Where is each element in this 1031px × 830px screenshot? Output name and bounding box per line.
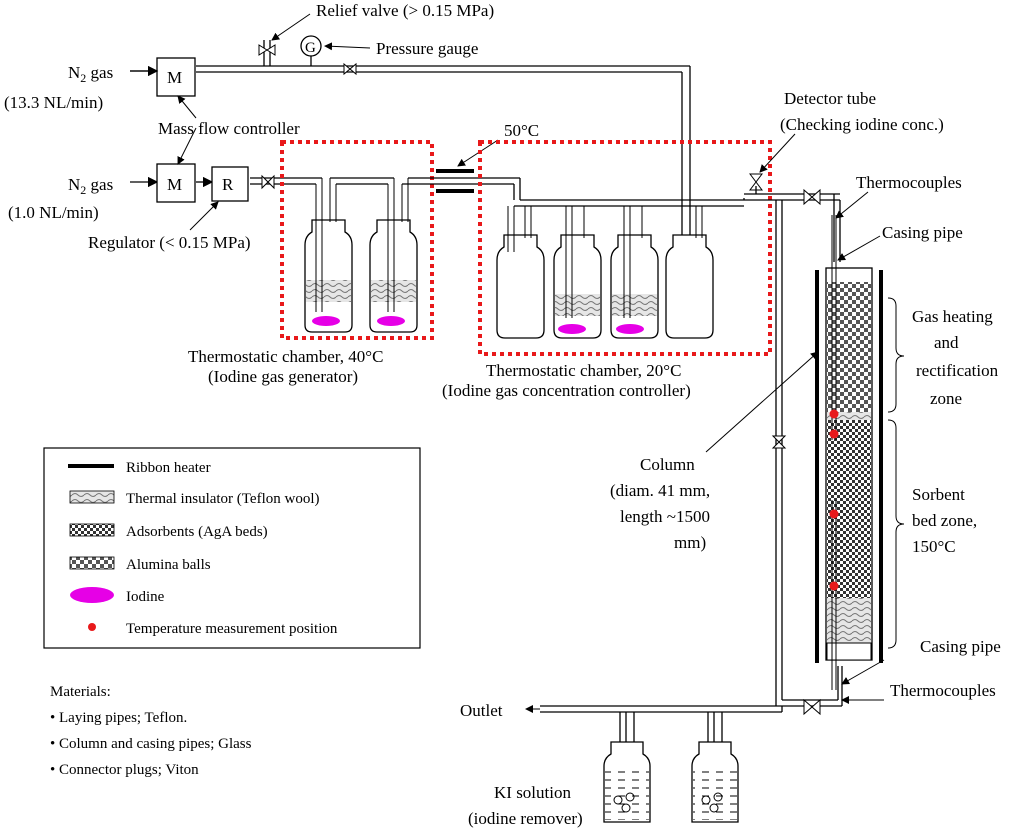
temp-point bbox=[829, 429, 839, 439]
regulator-box bbox=[211, 166, 249, 202]
ki-solution-subtitle: (iodine remover) bbox=[468, 809, 583, 828]
mass-flow-controller-bottom bbox=[156, 163, 196, 203]
controller-bottles bbox=[496, 178, 750, 339]
materials-title: Materials: bbox=[50, 684, 111, 700]
legend-swatch-iodine bbox=[70, 587, 114, 603]
temp-point bbox=[829, 509, 839, 519]
n2-gas-label-bottom: N2 gas bbox=[68, 175, 113, 197]
temp-point bbox=[829, 409, 839, 419]
chamber-20-subtitle: (Iodine gas concentration controller) bbox=[442, 381, 691, 400]
pressure-gauge-label: Pressure gauge bbox=[376, 39, 478, 58]
valve-icon bbox=[749, 173, 763, 191]
chamber-40-border bbox=[280, 140, 434, 340]
generator-bottles bbox=[304, 177, 520, 333]
temp-50-label: 50°C bbox=[504, 121, 539, 140]
legend-swatch-adsorbents bbox=[69, 523, 115, 537]
iodine-mark bbox=[377, 316, 405, 326]
annotation-arrows bbox=[177, 13, 885, 704]
valve-icon bbox=[343, 62, 357, 76]
relief-valve-icon bbox=[258, 44, 276, 56]
second-gas-line bbox=[130, 174, 322, 190]
detector-tube-subtitle: (Checking iodine conc.) bbox=[780, 115, 944, 134]
legend-item-5: Temperature measurement position bbox=[126, 621, 338, 637]
valve-icon bbox=[803, 188, 821, 206]
ki-bottles bbox=[603, 712, 739, 823]
iodine-mark bbox=[616, 324, 644, 334]
valve-icon bbox=[803, 698, 821, 716]
casing-pipe-bottom-label: Casing pipe bbox=[920, 637, 1001, 656]
column-label-line2: (diam. 41 mm, bbox=[610, 481, 710, 500]
n2-flow-label-top: (13.3 NL/min) bbox=[4, 93, 103, 112]
column-label-line4: mm) bbox=[674, 533, 706, 552]
column bbox=[815, 215, 905, 690]
sorbent-line2: bed zone, bbox=[912, 511, 977, 530]
mfc-symbol-bottom: M bbox=[167, 175, 182, 194]
legend-item-2: Adsorbents (AgA beds) bbox=[126, 524, 268, 540]
detector-tube-label: Detector tube bbox=[784, 89, 876, 108]
gas-heating-line1: Gas heating bbox=[912, 307, 993, 326]
thermocouples-top-label: Thermocouples bbox=[856, 173, 962, 192]
materials-notes: Materials: • Laying pipes; Teflon. • Col… bbox=[50, 684, 252, 778]
mfc-symbol-top: M bbox=[167, 68, 182, 87]
legend: Ribbon heater Thermal insulator (Teflon … bbox=[43, 447, 421, 649]
sorbent-line1: Sorbent bbox=[912, 485, 965, 504]
right-piping bbox=[525, 173, 843, 716]
iodine-mark bbox=[558, 324, 586, 334]
mass-flow-controller-label: Mass flow controller bbox=[158, 119, 300, 138]
chamber-40-title: Thermostatic chamber, 40°C bbox=[188, 347, 383, 366]
relief-valve-label: Relief valve (> 0.15 MPa) bbox=[316, 1, 494, 20]
temp-point bbox=[829, 581, 839, 591]
legend-swatch-temp-point bbox=[88, 623, 96, 631]
gas-heating-line4: zone bbox=[930, 389, 962, 408]
chamber-20-border bbox=[478, 140, 772, 356]
chamber-20-title: Thermostatic chamber, 20°C bbox=[486, 361, 681, 380]
top-gas-line: G bbox=[130, 35, 691, 325]
legend-item-1: Thermal insulator (Teflon wool) bbox=[126, 491, 319, 507]
materials-item-1: • Column and casing pipes; Glass bbox=[50, 736, 252, 752]
legend-swatch-insulator bbox=[69, 490, 115, 504]
legend-item-4: Iodine bbox=[126, 589, 165, 605]
column-label-line1: Column bbox=[640, 455, 695, 474]
iodine-mark bbox=[312, 316, 340, 326]
column-label-line3: length ~1500 bbox=[620, 507, 710, 526]
regulator-symbol: R bbox=[222, 175, 234, 194]
gas-heating-line3: rectification bbox=[916, 361, 999, 380]
n2-flow-label-bottom: (1.0 NL/min) bbox=[8, 203, 99, 222]
chamber-40-subtitle: (Iodine gas generator) bbox=[208, 367, 358, 386]
valve-icon bbox=[261, 174, 275, 190]
ki-solution-label: KI solution bbox=[494, 783, 571, 802]
outlet-label: Outlet bbox=[460, 701, 503, 720]
mass-flow-controller-top bbox=[156, 57, 196, 97]
legend-box bbox=[43, 447, 421, 649]
regulator-label: Regulator (< 0.15 MPa) bbox=[88, 233, 251, 252]
gauge-symbol: G bbox=[305, 40, 316, 56]
legend-item-3: Alumina balls bbox=[126, 557, 211, 573]
legend-swatch-alumina bbox=[69, 556, 115, 570]
n2-gas-label-top: N2 gas bbox=[68, 63, 113, 85]
sorbent-line3: 150°C bbox=[912, 537, 956, 556]
legend-item-0: Ribbon heater bbox=[126, 460, 211, 476]
casing-pipe-top-label: Casing pipe bbox=[882, 223, 963, 242]
materials-item-2: • Connector plugs; Viton bbox=[50, 762, 199, 778]
valve-icon bbox=[771, 435, 787, 449]
pressure-gauge-icon bbox=[300, 35, 322, 57]
materials-item-0: • Laying pipes; Teflon. bbox=[50, 710, 187, 726]
thermocouples-bottom-label: Thermocouples bbox=[890, 681, 996, 700]
gas-heating-line2: and bbox=[934, 333, 959, 352]
